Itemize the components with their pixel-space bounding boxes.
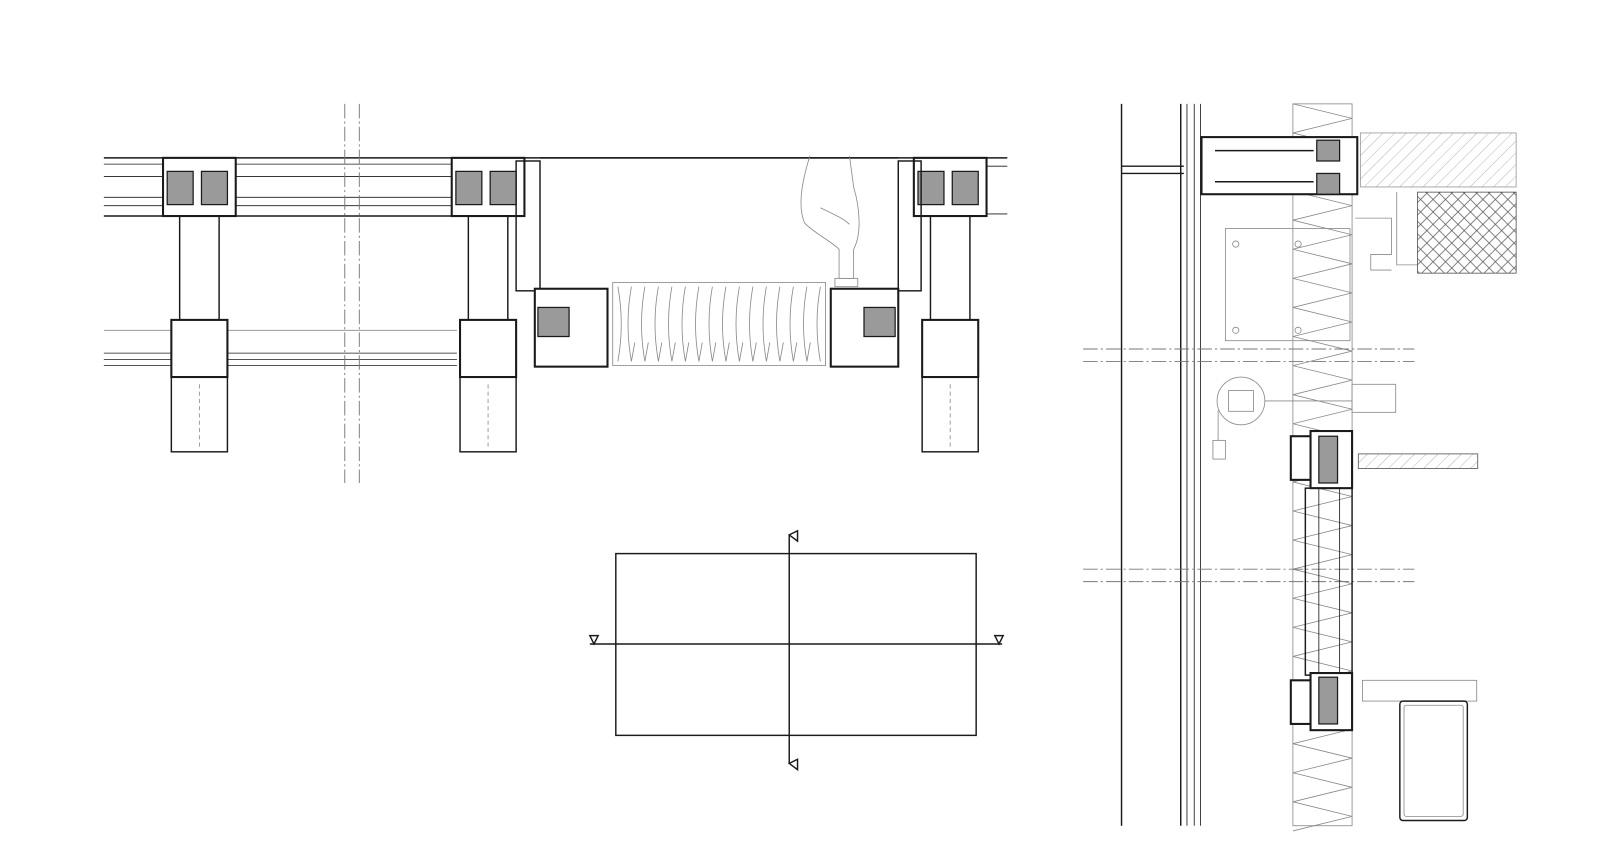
- mullion: [170, 376, 229, 453]
- section-marker-icon: [993, 634, 1005, 646]
- window-opening: [515, 157, 922, 368]
- floor-lines: [1083, 348, 1415, 583]
- slab: [1359, 132, 1517, 188]
- section-marker-icon: [787, 529, 799, 543]
- mullions: [162, 156, 988, 453]
- ledge: [1357, 453, 1479, 469]
- break-lines: [344, 103, 360, 483]
- mullion: [921, 376, 979, 453]
- horizontal-profiles: [1200, 136, 1359, 196]
- section-key: [588, 529, 1005, 772]
- section-marker-icon: [787, 758, 799, 772]
- mullion: [459, 376, 517, 453]
- section-marker-icon: [588, 634, 600, 646]
- hand-sketch: [800, 155, 860, 288]
- plan-detail: [103, 103, 1008, 483]
- beam: [1417, 191, 1517, 274]
- vertical-section: [1083, 103, 1517, 832]
